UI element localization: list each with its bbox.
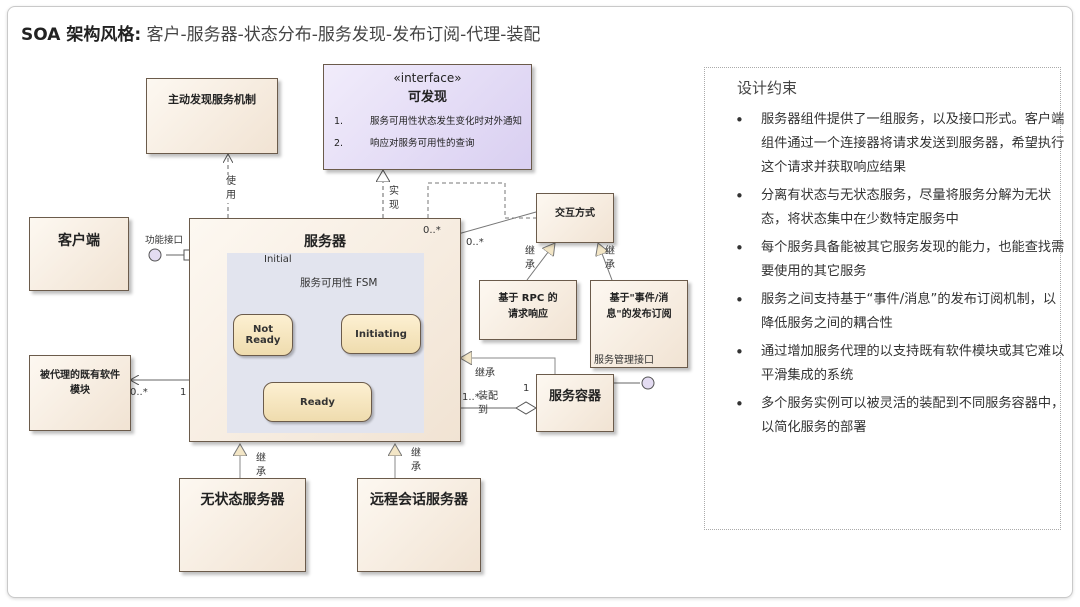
interaction-label: 交互方式 bbox=[555, 208, 595, 219]
inherit-container-label: 继承 bbox=[475, 368, 495, 379]
discovery-label: 主动发现服务机制 bbox=[168, 93, 256, 106]
fsm-label: 服务可用性 FSM bbox=[300, 277, 378, 289]
realize-label: 实现 bbox=[388, 185, 400, 213]
mult-server-iface: 0..* bbox=[423, 225, 441, 236]
mgmt-port-label: 服务管理接口 bbox=[594, 355, 654, 366]
mult-assemble-server: 1..* bbox=[462, 392, 480, 403]
assemble-label: 装配到 bbox=[478, 391, 498, 416]
interaction-box: 交互方式 bbox=[536, 193, 614, 243]
constraint-item: 每个服务具备能被其它服务发现的能力，也能查找需要使用的其它服务 bbox=[735, 236, 1065, 284]
proxied-module-box: 被代理的既有软件模块 bbox=[29, 355, 131, 431]
inherit-stateless-label: 继承 bbox=[256, 453, 266, 478]
interface-item: 2.响应对服务可用性的查询 bbox=[334, 138, 475, 149]
state-initiating: Initiating bbox=[341, 314, 421, 354]
interface-name: 可发现 bbox=[407, 90, 447, 105]
interface-item: 1.服务可用性状态发生变化时对外通知 bbox=[334, 116, 523, 127]
title-subtitle: 客户-服务器-状态分布-服务发现-发布订阅-代理-装配 bbox=[146, 25, 541, 45]
constraints-list: 服务器组件提供了一组服务，以及接口形式。客户端组件通过一个连接器将请求发送到服务… bbox=[723, 108, 1065, 444]
diagram-title: SOA 架构风格: 客户-服务器-状态分布-服务发现-发布订阅-代理-装配 bbox=[21, 20, 540, 45]
constraint-item: 分离有状态与无状态服务，尽量将服务分解为无状态，将状态集中在少数特定服务中 bbox=[735, 184, 1065, 232]
remote-session-server-box: 远程会话服务器 bbox=[357, 478, 481, 572]
stateless-label: 无状态服务器 bbox=[200, 492, 285, 508]
server-label: 服务器 bbox=[304, 234, 346, 250]
mult-proxied: 0..* bbox=[130, 387, 148, 398]
func-port-label: 功能接口 bbox=[144, 235, 183, 246]
stateless-server-box: 无状态服务器 bbox=[179, 478, 306, 572]
rpc-box: 基于 RPC 的请求响应 bbox=[479, 280, 577, 340]
constraint-item: 服务器组件提供了一组服务，以及接口形式。客户端组件通过一个连接器将请求发送到服务… bbox=[735, 108, 1065, 180]
mult-container: 1 bbox=[523, 383, 530, 394]
title-bold: SOA 架构风格: bbox=[21, 25, 142, 45]
pubsub-box: 基于"事件/消息"的发布订阅 bbox=[590, 280, 688, 368]
mult-server-proxied: 1 bbox=[180, 387, 187, 398]
container-label: 服务容器 bbox=[548, 389, 601, 404]
interface-stereotype: «interface» bbox=[393, 71, 462, 85]
constraint-item: 多个服务实例可以被灵活的装配到不同服务容器中，以简化服务的部署 bbox=[735, 392, 1065, 440]
client-box: 客户端 bbox=[29, 217, 129, 291]
proxied-label: 被代理的既有软件模块 bbox=[40, 370, 120, 396]
inherit-rpc-label: 继承 bbox=[525, 246, 535, 271]
constraints-title: 设计约束 bbox=[737, 79, 798, 97]
rpc-label: 基于 RPC 的请求响应 bbox=[498, 293, 558, 320]
use-label: 使用 bbox=[225, 175, 237, 203]
constraint-item: 通过增加服务代理的以支持既有软件模块或其它难以平滑集成的系统 bbox=[735, 340, 1065, 388]
mult-interaction: 0..* bbox=[466, 237, 484, 248]
inherit-pubsub-label: 继承 bbox=[605, 246, 615, 271]
state-ready: Ready bbox=[263, 382, 372, 422]
client-label: 客户端 bbox=[58, 233, 100, 249]
container-box: 服务容器 bbox=[536, 374, 614, 432]
remote-label: 远程会话服务器 bbox=[370, 492, 468, 508]
state-not-ready: Not Ready bbox=[233, 314, 293, 356]
inherit-remote-label: 继承 bbox=[411, 448, 421, 473]
fsm-initial-label: Initial bbox=[264, 254, 292, 265]
constraint-item: 服务之间支持基于“事件/消息”的发布订阅机制，以降低服务之间的耦合性 bbox=[735, 288, 1065, 336]
design-constraints-panel: 设计约束 服务器组件提供了一组服务，以及接口形式。客户端组件通过一个连接器将请求… bbox=[704, 67, 1064, 530]
discovery-box: 主动发现服务机制 bbox=[146, 78, 278, 154]
pubsub-label: 基于"事件/消息"的发布订阅 bbox=[606, 293, 672, 320]
discoverable-interface: «interface» 可发现 1.服务可用性状态发生变化时对外通知 2.响应对… bbox=[323, 64, 532, 170]
